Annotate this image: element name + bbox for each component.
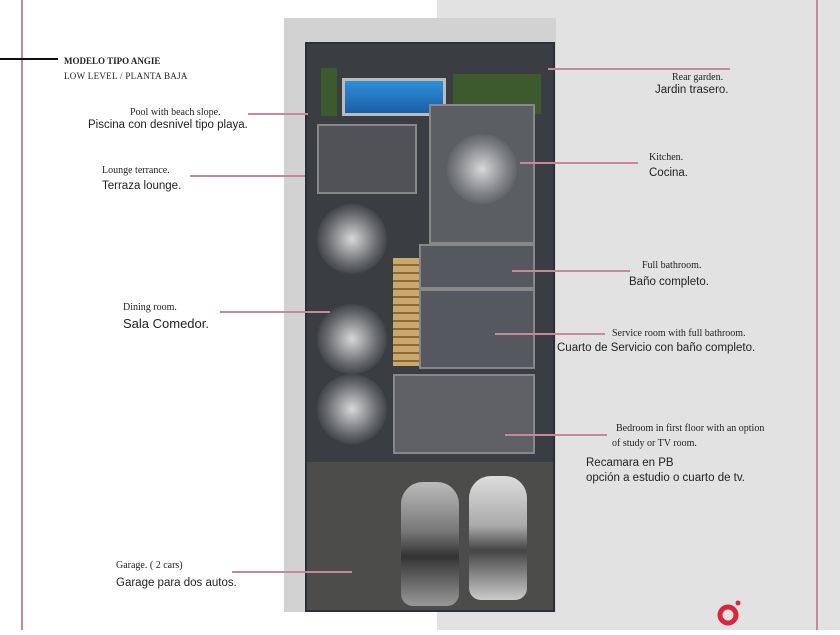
page-title: MODELO TIPO ANGIE <box>64 56 161 66</box>
lounge-leader <box>190 175 305 177</box>
bedroom-label-es: Recamara en PB <box>586 457 674 469</box>
bedroom-label-en-2: of study or TV room. <box>612 438 697 449</box>
pool-leader <box>248 113 308 115</box>
stairs <box>393 258 419 366</box>
car <box>469 476 527 600</box>
full-bathroom <box>419 244 535 289</box>
kitchen-leader <box>520 162 638 164</box>
left-margin-line <box>21 0 23 630</box>
dining-label-en: Dining room. <box>123 302 177 313</box>
pool-label-en: Pool with beach slope. <box>130 107 221 118</box>
service-label-en: Service room with full bathroom. <box>612 328 746 339</box>
kitchen-label-en: Kitchen. <box>649 152 684 163</box>
bedroom-label-es-2: opción a estudio o cuarto de tv. <box>586 472 745 484</box>
service-room <box>419 289 535 369</box>
service-label-es: Cuarto de Servicio con baño completo. <box>557 342 756 354</box>
car <box>401 482 459 606</box>
garage-label-en: Garage. ( 2 cars) <box>116 560 183 571</box>
kitchen-label-es: Cocina. <box>649 167 688 179</box>
light <box>317 204 387 274</box>
garage-leader <box>232 571 352 573</box>
floor-plan-image <box>305 42 555 612</box>
bathroom-leader <box>512 270 630 272</box>
bathroom-label-es: Baño completo. <box>629 276 709 288</box>
dining-leader <box>220 311 330 313</box>
light <box>317 304 387 374</box>
garden-left <box>321 68 337 116</box>
bedroom-label-en: Bedroom in first floor with an option <box>616 423 765 434</box>
page-subtitle: LOW LEVEL / PLANTA BAJA <box>64 71 188 81</box>
pool <box>342 78 446 116</box>
bathroom-label-en: Full bathroom. <box>642 260 702 271</box>
bedroom <box>393 374 535 454</box>
brand-logo <box>716 598 742 630</box>
garden-label-es: Jardin trasero. <box>655 84 729 96</box>
garden-label-en: Rear garden. <box>672 72 724 83</box>
light <box>317 374 387 444</box>
service-leader <box>495 333 605 335</box>
lounge-label-es: Terraza lounge. <box>102 180 182 192</box>
garage-label-es: Garage para dos autos. <box>116 577 237 589</box>
dining-label-es: Sala Comedor. <box>123 316 209 331</box>
light <box>447 134 517 204</box>
garden-leader <box>548 68 730 70</box>
lounge-label-en: Lounge terrance. <box>102 165 170 176</box>
garage <box>307 462 553 610</box>
right-margin-line <box>816 0 818 630</box>
lounge-terrace <box>317 124 417 194</box>
title-bar <box>0 58 58 60</box>
pool-label-es: Piscina con desnivel tipo playa. <box>88 119 248 131</box>
bedroom-leader <box>505 434 607 436</box>
